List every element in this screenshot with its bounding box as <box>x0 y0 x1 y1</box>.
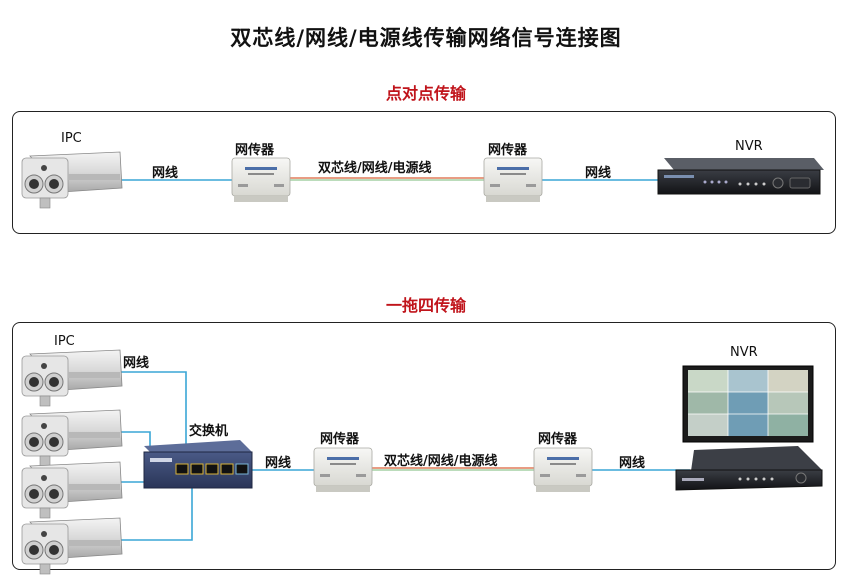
section1-nvr-label: NVR <box>735 139 763 154</box>
section2-ipc-camera-1 <box>21 349 123 407</box>
section2-link-label: 双芯线/网线/电源线 <box>384 454 498 469</box>
section1-transmitter <box>231 157 291 203</box>
section1-transmitter-label: 网传器 <box>235 143 275 158</box>
section1-cable2-label: 网线 <box>585 166 612 181</box>
section2-receiver <box>533 447 593 493</box>
section2-switch-label: 交换机 <box>189 424 229 439</box>
section1-ipc-label: IPC <box>61 131 82 146</box>
section2-cable2-label: 网线 <box>619 456 646 471</box>
section2-cable-label: 网线 <box>265 456 292 471</box>
section2-nvr-label: NVR <box>730 345 758 360</box>
section2-monitor <box>682 365 814 443</box>
section2-ipc-label: IPC <box>54 334 75 349</box>
section1-receiver <box>483 157 543 203</box>
section1-nvr <box>657 158 824 195</box>
section2-title: 一拖四传输 <box>385 296 466 315</box>
section1-link-label: 双芯线/网线/电源线 <box>318 161 432 176</box>
section1-wiring <box>110 177 660 181</box>
section2-ipc-camera-2 <box>21 409 123 467</box>
section1-ipc-camera <box>21 151 123 209</box>
section1-title: 点对点传输 <box>385 84 466 103</box>
section2-cable-top-label: 网线 <box>123 356 150 371</box>
section2-nvr <box>675 446 823 491</box>
page-title: 双芯线/网线/电源线传输网络信号连接图 <box>230 26 622 50</box>
section2-ipc-camera-4 <box>21 517 123 575</box>
section2-transmitter <box>313 447 373 493</box>
section2-ipc-camera-3 <box>21 461 123 519</box>
section1-cable-label: 网线 <box>152 166 179 181</box>
section2-transmitter-label: 网传器 <box>320 432 360 447</box>
section2-receiver-label: 网传器 <box>538 432 578 447</box>
section1-receiver-label: 网传器 <box>488 143 528 158</box>
section2-switch <box>143 440 253 489</box>
